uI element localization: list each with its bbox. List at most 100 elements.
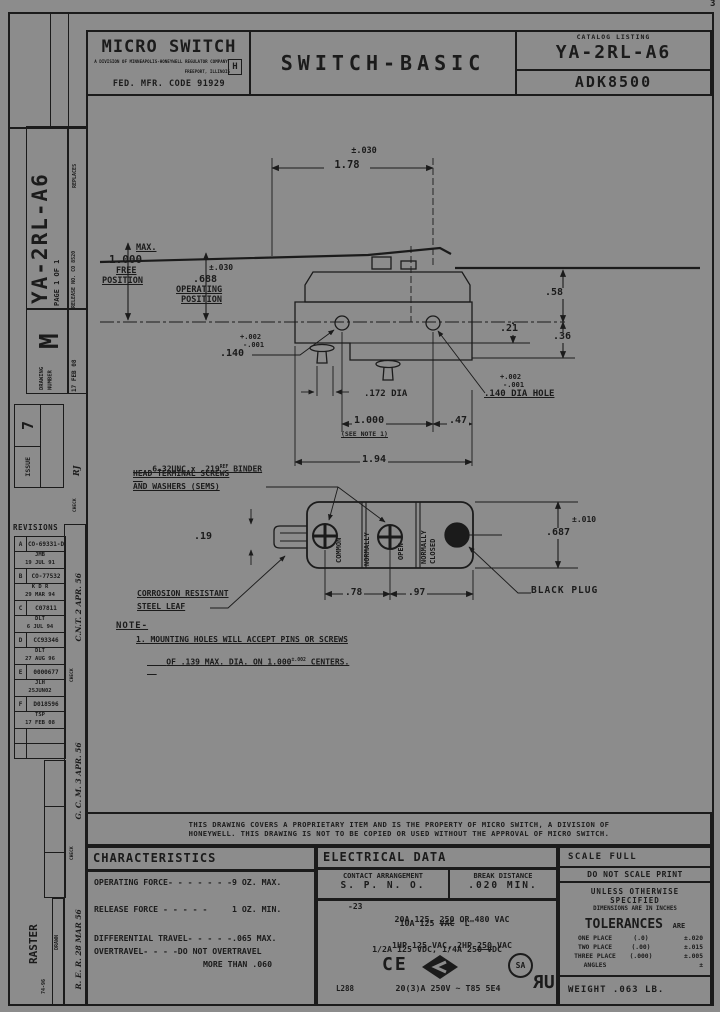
dim-1000-note: (SEE NOTE 1) [341,430,388,438]
op-position-l2: POSITION [181,295,222,305]
dim-140-tol-minus: -.001 [243,341,265,349]
dim-78: .78 [343,587,365,599]
dim-lever-length: 1.78 [324,159,370,172]
hole-tol-minus: -.001 [503,381,525,389]
issue-label: ISSUE [23,457,32,477]
drawing-number-box [26,308,68,394]
do-not-scale-row: DO NOT SCALE PRINT [560,868,710,883]
drawn-label-box [52,898,64,1006]
rating-line3: 1HP 125 VAC, 2HP 250 VAC [392,939,512,950]
release-date-box [68,308,88,394]
dim-172-dia: .172 DIA [364,389,408,399]
leaf-note-line1: CORROSION RESISTANT [137,589,229,598]
electrical-data-box: ELECTRICAL DATA CONTACT ARRANGEMENT S. P… [316,846,558,1006]
screw-note-line3: AND WASHERS (SEMS) [133,482,220,491]
do-not-scale-label: DO NOT SCALE PRINT [587,870,683,879]
release-date: 17 FEB 08 [71,359,78,392]
sidebar-part-number: YA-2RL-A6 [28,172,52,304]
tolerances-section: UNLESS OTHERWISE SPECIFIED DIMENSIONS AR… [560,883,710,977]
electrical-title: ELECTRICAL DATA [323,850,447,864]
revision-row-empty [14,744,66,759]
weight-row: WEIGHT .063 LB. [560,977,710,1002]
proprietary-line2: HONEYWELL. THIS DRAWING IS NOT TO BE COP… [188,829,610,838]
terminal-normally-label: NORMALLY [363,532,371,566]
brand-cell: MICRO SWITCH A DIVISION OF MINNEAPOLIS-H… [88,32,251,94]
dim-21: .21 [498,323,521,335]
dim-97: .97 [406,587,428,599]
screw-note-line2: HEAD TERMINAL SCREWS [133,469,230,478]
free-position-l2: POSITION [102,276,143,286]
op-position-value: .688 [193,274,218,285]
unless-line2: SPECIFIED [610,896,660,905]
drawing-number-label: DRAWING NUMBER [39,366,54,390]
catalog-number: YA-2RL-A6 [555,42,672,63]
unless-line1: UNLESS OTHERWISE [590,887,680,896]
ce-mark-icon: CE [382,954,408,975]
margin-note: -23 [348,902,363,911]
break-distance-value: .020 MIN. [468,880,538,891]
dim-19: .19 [194,531,213,542]
switch-drawing [99,158,700,609]
catalog-listing-label: CATALOG LISTING [576,33,651,41]
drawing-number-value: M [35,333,65,349]
listing-codes: L288 L308 L315 [336,984,355,993]
release-no-label: RELEASE NO. CO 8520 [71,250,77,308]
characteristics-line5: MORE THAN .060 [203,959,273,969]
approved-initials: RJ [71,465,81,476]
characteristics-line2: RELEASE FORCE - - - - - 1 OZ. MIN. [94,904,282,914]
dim-687: .687 [544,527,573,539]
tolerances-word: TOLERANCES [584,917,663,932]
proprietary-line1: THIS DRAWING COVERS A PROPRIETARY ITEM A… [188,820,610,829]
black-plug-label: BLACK PLUG [531,585,599,596]
tolerance-row: ONE PLACE(.0)±.020 [577,935,703,942]
weight-value: WEIGHT .063 LB. [568,984,665,995]
op-position-l1: OPERATING [176,285,223,295]
rating-line2: 10A 125 VAC "L" [399,918,475,928]
dim-36: .36 [551,331,574,343]
free-position-max: MAX. [136,243,157,253]
header-block: MICRO SWITCH A DIVISION OF MINNEAPOLIS-H… [86,30,712,96]
brand-division-line1: A DIVISION OF MINNEAPOLIS-HONEYWELL REGU… [94,59,228,64]
terminal-nc-label: NORMALLY CLOSED [420,530,438,564]
tolerance-row: ANGLES± [583,962,703,969]
catalog-code: ADK8500 [574,73,653,91]
rating-line4: 1/2A 125 VDC, 1/4A 250 VDC [372,944,502,954]
dim-58: .58 [543,287,566,299]
title-cell: SWITCH-BASIC [251,32,517,94]
scale-row: SCALE FULL [560,848,710,868]
note-title: NOTE- [116,621,149,631]
screw-note-line1: 6-32UNC x .219REF BINDER [152,464,263,474]
free-position-value: 1.000 [109,253,143,266]
sidebar-page-label: PAGE 1 OF 1 [53,259,61,306]
issue-number: 7 [18,420,37,431]
dim-lever-tolerance: ±.030 [351,146,377,156]
op-position-tolerance: ±.030 [209,263,234,272]
note-line1: 1. MOUNTING HOLES WILL ACCEPT PINS OR SC… [136,635,348,644]
brand-division-line2: FREEPORT, ILLINOIS [184,69,230,74]
replaces-box [68,126,88,310]
tolerance-row: TWO PLACE(.00)±.015 [577,944,703,951]
sidebar-divider [86,30,88,1006]
dim-140-tol-plus: +.002 [240,333,262,341]
free-position-l1: FREE [116,266,137,276]
dim-194: 1.94 [360,454,389,466]
are-word: ARE [672,922,686,930]
characteristics-title: CHARACTERISTICS [93,851,217,865]
revision-row-empty [14,729,66,744]
drawn-label: DRAWN [54,934,60,950]
break-distance-cell: BREAK DISTANCE .020 MIN. [450,870,556,898]
raster-code: 74-96 [41,978,47,994]
catalog-cell: CATALOG LISTING YA-2RL-A6 ADK8500 [517,32,710,94]
brand-logo: MICRO SWITCH [101,37,237,57]
characteristics-line3: DIFFERENTIAL TRAVEL- - - - -.065 MAX. [94,933,277,943]
dim-47: .47 [447,415,470,427]
doc-title: SWITCH-BASIC [280,51,486,75]
